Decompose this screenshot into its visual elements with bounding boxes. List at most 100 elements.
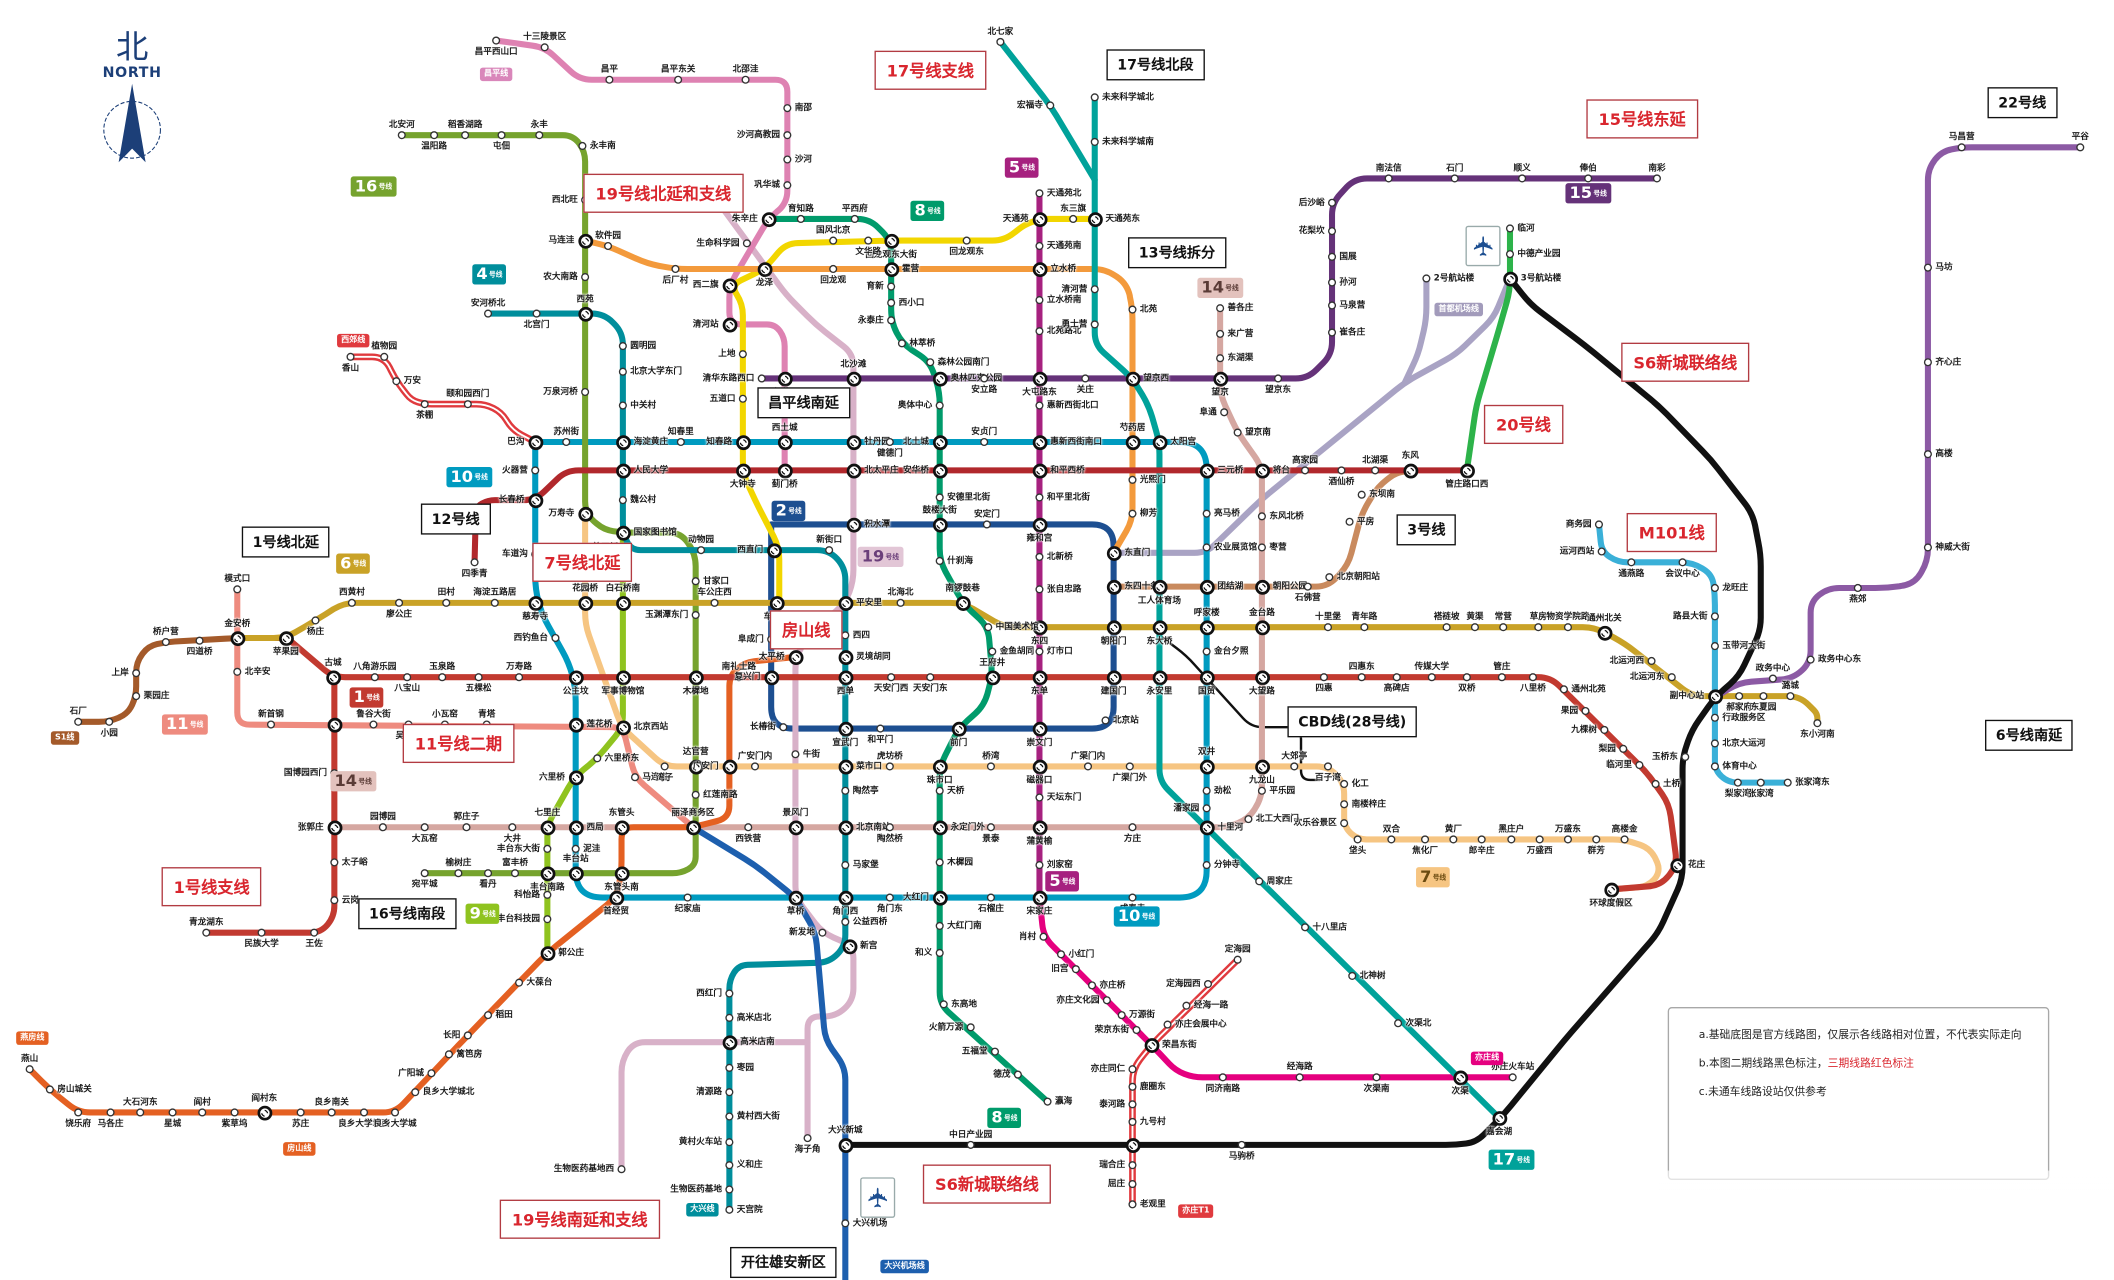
station-icon [725,1185,734,1194]
station-label: 清华东路西口 [702,372,755,384]
line-badge-number: 10 [450,467,474,486]
station-icon [1327,227,1337,236]
interchange-station-icon [845,517,861,532]
interchange-station-icon [788,819,803,835]
station-label: 九龙山 [1248,774,1275,786]
station-label: 张家湾东 [1795,776,1830,788]
station-label: 焦化厂 [1412,844,1438,855]
station-label: 玉带河大街 [1722,640,1766,651]
station-icon [492,36,501,45]
station-label: 建国门 [1100,685,1127,697]
line-badge-suffix: 号线 [885,552,900,561]
station-label: 和平西桥 [1050,464,1085,476]
station-label: 黑庄户 [1498,822,1525,834]
metro-line-fangshan [26,653,799,1116]
station-label: 后厂村 [662,273,689,285]
station-label: 昌平西山口 [474,45,518,57]
station-icon [1394,1019,1403,1028]
station-icon [420,823,429,832]
interchange-station-icon [932,890,948,905]
station-icon [562,437,571,447]
station-label: 良乡大学城西 [338,1117,390,1128]
line-badge-number: 8 [914,200,926,220]
station-label: 潘家园 [1173,802,1200,814]
station-label: 北神树 [1359,969,1386,981]
interchange-station-icon [955,595,971,611]
station-label: 广安门内 [737,749,773,761]
line-badge-suffix: 号线 [1141,912,1156,921]
station-icon [1128,1082,1137,1091]
station-label: 北宫门 [523,318,550,330]
interchange-station-icon [527,595,543,611]
station-icon [132,669,141,678]
station-label: 西局 [586,821,604,832]
station-icon [885,893,894,902]
line-badge-number: 1 [353,687,365,707]
interchange-station-icon [845,434,861,450]
interchange-station-icon [735,462,751,478]
station-icon [841,786,850,795]
station-label: 金安桥 [224,617,251,629]
station-label: 达官营 [682,746,709,757]
station-label: 新发地 [789,926,815,938]
station-icon [738,394,747,403]
station-icon [1756,778,1765,787]
station-label: 天桥 [947,784,965,796]
station-label: 老观里 [1139,1198,1166,1210]
station-icon [1081,374,1090,383]
station-label: 永定门外 [950,821,985,832]
station-label: 管庄 [1493,660,1511,672]
station-label: 和平里北街 [1046,491,1090,503]
station-icon [1117,1011,1126,1020]
station-label: 大石河东 [122,1095,158,1107]
station-label: 果园 [1560,704,1579,716]
station-icon [311,616,320,625]
station-icon [1507,835,1516,844]
station-icon [1202,786,1211,795]
station-label: 南邵 [794,102,812,113]
station-icon [1337,466,1346,475]
line-badge-number: 14 [334,771,358,791]
station-label: 和平门 [867,733,894,745]
station-icon [1218,1073,1227,1082]
station-label: 望京南 [1245,426,1271,438]
station-label: 公主坟 [562,685,589,697]
station-label: 小红门 [1068,948,1095,960]
station-icon [346,352,355,361]
line-badge-suffix: 号线 [378,182,393,191]
station-icon [359,1108,369,1117]
station-icon [1600,725,1609,734]
station-icon [1597,547,1606,556]
station-icon [618,496,627,505]
station-label: 北运河西 [1609,654,1645,666]
line-badge-number: 首都机场线 [1438,304,1479,314]
station-icon [1535,835,1544,844]
station-label: 石榴庄 [978,902,1004,914]
interchange-station-icon [837,1137,853,1153]
metro-line-airport-express [1110,275,1514,556]
interchange-station-icon [777,462,793,478]
phase2-annotation-box: 16号线南段 [358,898,457,930]
station-icon [266,720,276,729]
line-badge-number: 大兴机场线 [884,1261,925,1271]
station-label: 花园桥 [572,582,599,594]
station-label: 五道口 [709,392,736,404]
station-icon [1295,1073,1304,1082]
station-icon [1371,466,1380,475]
station-icon [1340,779,1349,789]
station-icon [1559,685,1568,694]
station-icon [330,858,339,867]
station-icon [683,893,692,902]
station-icon [841,1219,850,1228]
station-label: 土桥 [1663,777,1681,789]
station-label: 榆树庄 [445,856,472,868]
station-icon [1470,623,1479,632]
station-icon [1923,263,1932,272]
station-label: 西苑 [576,293,594,305]
interchange-station-icon [527,434,543,450]
station-label: 双合 [1382,822,1400,834]
station-label: 安立路 [971,383,998,395]
station-icon [710,598,719,607]
metro-line-l22 [1711,144,2084,701]
